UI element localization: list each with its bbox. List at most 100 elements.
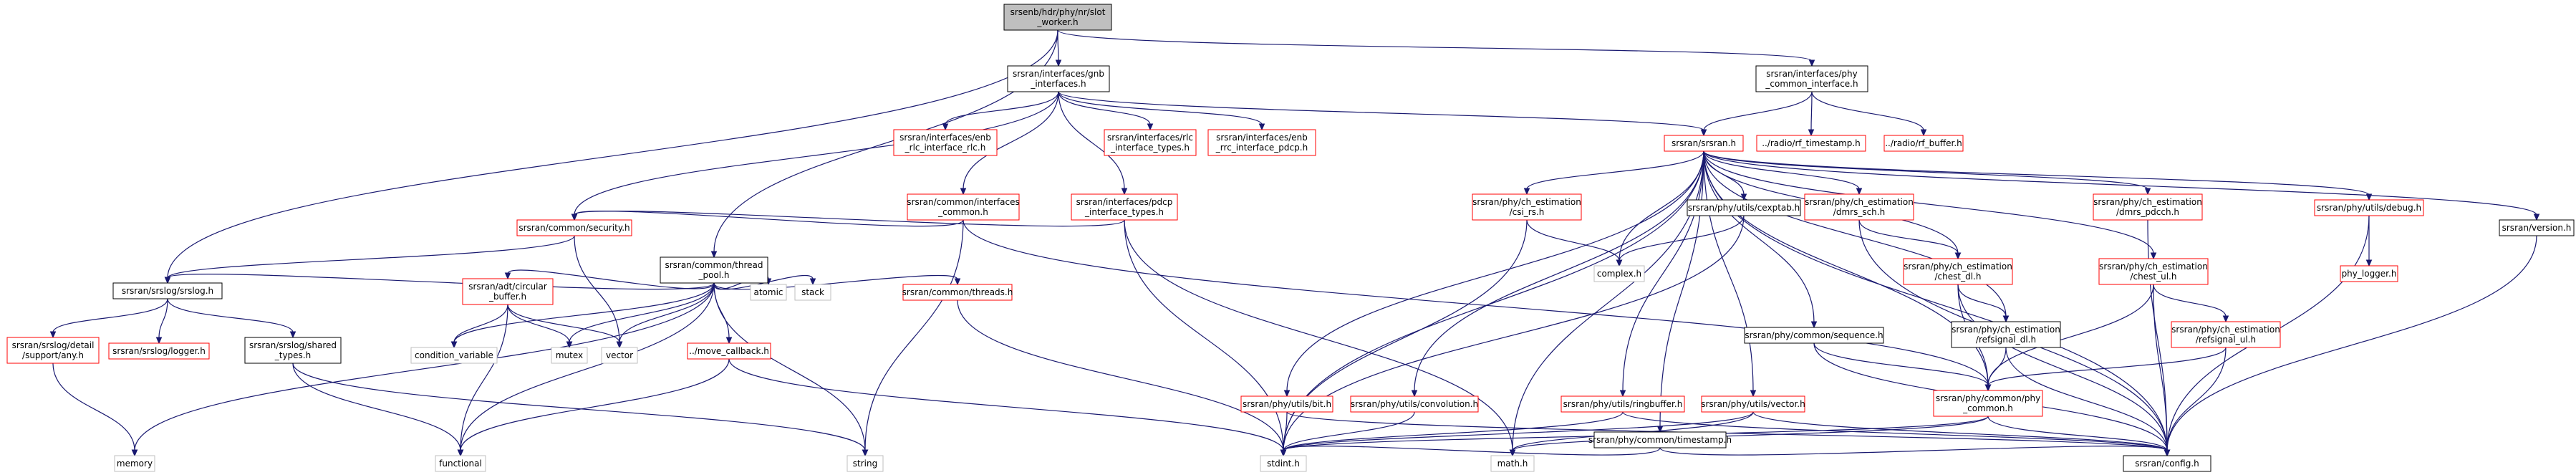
edge-arrowhead: [571, 213, 578, 221]
node-chestul[interactable]: srsran/phy/ch_estimation/chest_ul.h: [2098, 258, 2209, 285]
edge-line: [713, 282, 866, 451]
edge-refui-to-config: [2163, 347, 2227, 457]
node-convolution[interactable]: srsran/phy/utils/convolution.h: [1350, 395, 1479, 413]
edge-arrowhead: [131, 449, 138, 457]
node-box: [1903, 258, 2013, 285]
node-label: math.h: [1497, 459, 1528, 469]
node-pdcp[interactable]: srsran/interfaces/enb_rrc_interface_pdcp…: [1207, 129, 1316, 156]
edge-sequence-to-phycommon: [1813, 342, 1992, 392]
node-dmrspdcch[interactable]: srsran/phy/ch_estimation/dmrs_pdcch.h: [2093, 193, 2203, 221]
edge-line: [963, 91, 1059, 190]
node-shared[interactable]: srsran/srslog/shared_types.h: [244, 337, 342, 364]
edge-cexptab-to-stdint: [1280, 215, 1745, 457]
node-label: _pool.h: [698, 270, 729, 280]
node-box: [1687, 199, 1801, 216]
node-config[interactable]: srsran/config.h: [2123, 455, 2211, 472]
edge-line: [2153, 284, 2168, 451]
edge-line: [453, 304, 508, 343]
node-root[interactable]: srsenb/hdr/phy/nr/slot_worker.h: [1003, 4, 1112, 31]
node-chestdl[interactable]: srsran/phy/ch_estimation/chest_dl.h: [1903, 258, 2013, 285]
node-label: phy_logger.h: [2342, 269, 2397, 279]
node-label: /refsignal_dl.h: [1976, 335, 2036, 345]
edge-arrowhead: [289, 331, 296, 339]
node-rlctypes[interactable]: srsran/interfaces/rlc_interface_types.h: [1104, 129, 1197, 156]
edge-shared-to-string: [292, 363, 869, 457]
edge-line: [1283, 411, 1754, 451]
node-label: vector: [606, 350, 633, 360]
node-sequence[interactable]: srsran/phy/common/sequence.h: [1744, 327, 1884, 344]
edge-line: [574, 211, 964, 227]
edge-srsranh-to-refdl: [1703, 150, 2010, 323]
node-phyci[interactable]: srsran/interfaces/phy_common_interface.h: [1755, 65, 1868, 92]
node-box: [516, 219, 632, 236]
node-label: atomic: [753, 287, 783, 297]
edge-srsranh-to-version: [1703, 150, 2540, 221]
node-label: srsran/interfaces/pdcp: [1076, 197, 1173, 207]
node-refui[interactable]: srsran/phy/ch_estimation/refsignal_ul.h: [2171, 321, 2281, 348]
edge-line: [1703, 150, 2148, 190]
node-gnb[interactable]: srsran/interfaces/gnb_interfaces.h: [1007, 65, 1110, 92]
node-box: [410, 347, 498, 364]
edge-line: [1619, 215, 1745, 262]
node-movecb[interactable]: ../move_callback.h: [687, 342, 771, 360]
node-phylogger[interactable]: phy_logger.h: [2340, 265, 2398, 282]
node-label: srsran/srslog/logger.h: [112, 346, 206, 356]
node-label: condition_variable: [415, 350, 493, 360]
node-box: [1593, 431, 1727, 448]
node-box: [2093, 193, 2203, 221]
node-box: [1490, 455, 1535, 472]
edge-line: [1752, 411, 2168, 451]
node-ifcommon[interactable]: srsran/common/interfaces_common.h: [907, 193, 1020, 221]
node-timestamp[interactable]: srsran/phy/common/timestamp.h: [1588, 431, 1732, 448]
node-phycommon[interactable]: srsran/phy/common/phy_common.h: [1933, 390, 2043, 417]
node-box: [2340, 265, 2398, 282]
node-circbuf[interactable]: srsran/adt/circular_buffer.h: [462, 278, 554, 305]
node-box: [551, 347, 588, 364]
node-refdl[interactable]: srsran/phy/ch_estimation/refsignal_dl.h: [1951, 321, 2061, 348]
edge-line: [1703, 150, 2370, 196]
node-logger[interactable]: srsran/srslog/logger.h: [108, 342, 210, 360]
edge-csirs-to-stdint: [1280, 219, 1528, 457]
node-ringbuffer[interactable]: srsran/phy/utils/ringbuffer.h: [1560, 395, 1685, 413]
node-cexptab[interactable]: srsran/phy/utils/cexptab.h: [1687, 199, 1801, 216]
node-label: ../radio/rf_timestamp.h: [1762, 138, 1861, 148]
node-detailany[interactable]: srsran/srslog/detail/support/any.h: [6, 337, 100, 364]
node-version[interactable]: srsran/version.h: [2499, 219, 2575, 236]
node-label: /dmrs_pdcch.h: [2116, 207, 2179, 217]
edge-arrowhead: [1856, 188, 1863, 196]
edge-arrowhead: [710, 251, 718, 259]
node-dmrssch[interactable]: srsran/phy/ch_estimation/dmrs_sch.h: [1804, 193, 1914, 221]
node-threads[interactable]: srsran/common/threads.h: [902, 284, 1013, 301]
node-srslog[interactable]: srsran/srslog/srslog.h: [112, 282, 223, 299]
node-csirs[interactable]: srsran/phy/ch_estimation/csi_rs.h: [1472, 193, 1582, 221]
edge-line: [1286, 150, 1704, 392]
edge-arrowhead: [1619, 390, 1626, 398]
edge-line: [2166, 235, 2537, 451]
node-label: _buffer.h: [488, 292, 526, 302]
node-label: _types.h: [274, 350, 311, 360]
node-debug[interactable]: srsran/phy/utils/debug.h: [2314, 199, 2424, 216]
edge-gnb-to-srsranh: [1058, 91, 1707, 137]
node-bit[interactable]: srsran/phy/utils/bit.h: [1240, 395, 1333, 413]
node-label: srsran/phy/utils/bit.h: [1243, 399, 1331, 409]
node-vectorh[interactable]: srsran/phy/utils/vector.h: [1701, 395, 1805, 413]
edge-phycommon-to-config: [1987, 416, 2171, 457]
node-label: srsran/phy/ch_estimation: [2099, 262, 2208, 272]
edge-line: [460, 358, 730, 451]
edge-arrowhead: [2222, 315, 2229, 323]
node-threadpool[interactable]: srsran/common/thread_pool.h: [660, 256, 768, 284]
node-rfbuf[interactable]: ../radio/rf_buffer.h: [1883, 135, 1964, 152]
node-pdcptypes[interactable]: srsran/interfaces/pdcp_interface_types.h: [1071, 193, 1178, 221]
node-rlc[interactable]: srsran/interfaces/enb_rlc_interface_rlc.…: [893, 129, 998, 156]
node-box: [1560, 395, 1685, 413]
node-rfts[interactable]: ../radio/rf_timestamp.h: [1756, 135, 1866, 152]
node-security[interactable]: srsran/common/security.h: [516, 219, 632, 236]
node-box: [1756, 135, 1866, 152]
node-label: _interface_types.h: [1084, 207, 1164, 217]
node-string: string: [846, 455, 884, 472]
edge-line: [1058, 91, 1263, 125]
edge-line: [460, 304, 508, 451]
node-srsranh[interactable]: srsran/srsran.h: [1664, 135, 1744, 152]
edge-ifcommon-to-phycommon: [963, 219, 1992, 392]
